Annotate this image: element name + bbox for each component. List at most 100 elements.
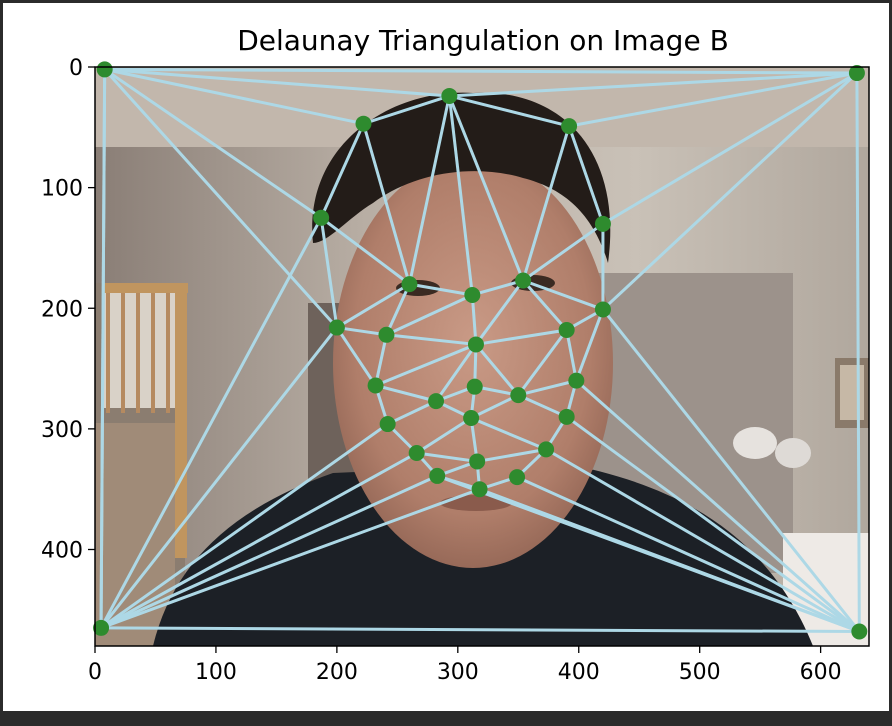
triangulation-edge (474, 343, 520, 397)
landmark-point (463, 410, 480, 427)
triangulation-edge (101, 626, 860, 634)
landmark-point (428, 393, 445, 410)
landmark-point (594, 301, 611, 318)
x-tick-label: 400 (558, 660, 600, 685)
triangulation-edge (601, 71, 858, 311)
triangulation-edge (565, 329, 578, 381)
landmark-point (558, 321, 575, 338)
triangulation-edge (521, 125, 571, 281)
triangulation-edge (104, 67, 857, 75)
triangulation-edge (474, 279, 525, 346)
triangulation-edge (475, 328, 567, 346)
triangulation-edge (386, 333, 477, 346)
triangulation-edge (447, 95, 525, 282)
triangulation-edge (415, 416, 472, 455)
triangulation-edge (476, 447, 547, 463)
chart-svg: Delaunay Triangulation on Image B (41, 24, 870, 685)
landmark-point (466, 378, 483, 395)
triangulation-edge (100, 422, 389, 630)
triangulation-edge (602, 71, 858, 226)
x-tick-label: 200 (316, 660, 358, 685)
triangulation-edge (375, 383, 437, 403)
triangulation-edge (522, 222, 604, 282)
triangulation-edge (448, 94, 570, 128)
landmark-point (355, 115, 372, 132)
triangulation-edge (100, 451, 418, 630)
triangulation-edge (104, 67, 364, 126)
landmark-point (568, 372, 585, 389)
landmark-point (515, 272, 532, 289)
triangulation-edges (99, 67, 861, 634)
triangulation-edge (335, 326, 377, 387)
landmark-point (367, 377, 384, 394)
landmark-point (93, 619, 110, 636)
triangulation-edge (447, 95, 474, 296)
landmark-point (467, 336, 484, 353)
axes-frame (94, 66, 870, 647)
triangulation-edge (103, 68, 323, 220)
landmark-point (328, 319, 345, 336)
triangulation-edge (336, 326, 387, 337)
background-photo (95, 67, 869, 646)
triangulation-edge (434, 343, 478, 402)
triangulation-edge (436, 474, 860, 633)
y-tick-label: 400 (41, 539, 83, 564)
triangulation-edge (374, 334, 388, 386)
triangulation-edge (363, 94, 450, 126)
triangulation-edge (99, 326, 339, 629)
landmark-point (851, 623, 868, 640)
triangulation-edge (545, 448, 861, 633)
triangulation-edge (470, 416, 547, 451)
triangulation-edge (407, 95, 451, 285)
triangulation-edge (565, 415, 861, 633)
triangulation-edge (567, 125, 605, 225)
figure-frame: Delaunay Triangulation on Image B (3, 3, 889, 711)
triangulation-edge (99, 69, 107, 628)
triangulation-edge (99, 217, 323, 629)
triangulation-edge (470, 393, 519, 420)
triangulation-edge (521, 279, 568, 331)
landmark-point (408, 445, 425, 461)
triangulation-edge (375, 343, 477, 387)
triangulation-edge (575, 379, 861, 633)
triangulation-edge (319, 123, 365, 219)
landmark-point (469, 453, 486, 470)
triangulation-edge (100, 474, 438, 630)
triangulation-edge (601, 308, 861, 633)
triangulation-edge (385, 293, 473, 337)
x-tick-label: 0 (88, 660, 102, 685)
triangulation-edge (336, 282, 411, 329)
x-tick-label: 600 (800, 660, 842, 685)
triangulation-edge (517, 393, 568, 419)
triangulation-edge (516, 475, 860, 633)
triangulation-edge (522, 279, 604, 311)
triangulation-edge (409, 282, 473, 297)
landmark-point (510, 387, 527, 404)
landmark-point (561, 118, 578, 135)
landmark-point (379, 416, 396, 433)
triangulation-edge (855, 73, 861, 632)
landmark-point (429, 467, 446, 484)
triangulation-edge (387, 399, 437, 426)
landmark-points (93, 61, 868, 640)
y-tick-label: 100 (41, 177, 83, 202)
triangulation-edge (568, 71, 858, 128)
y-tick-label: 300 (41, 418, 83, 443)
triangulation-edge (385, 283, 411, 336)
landmark-point (509, 469, 526, 486)
triangulation-edge (574, 308, 605, 382)
triangulation-edge (103, 68, 338, 329)
landmark-point (313, 209, 330, 226)
x-tick-label: 500 (679, 660, 721, 685)
landmark-point (401, 276, 418, 293)
landmark-point (441, 87, 458, 104)
triangulation-edge (471, 279, 524, 297)
landmark-point (848, 65, 865, 82)
triangulation-edge (517, 329, 568, 396)
triangulation-edge (416, 451, 478, 463)
triangulation-edge (100, 487, 481, 630)
triangulation-edge (362, 123, 411, 285)
triangulation-edge (517, 379, 577, 397)
